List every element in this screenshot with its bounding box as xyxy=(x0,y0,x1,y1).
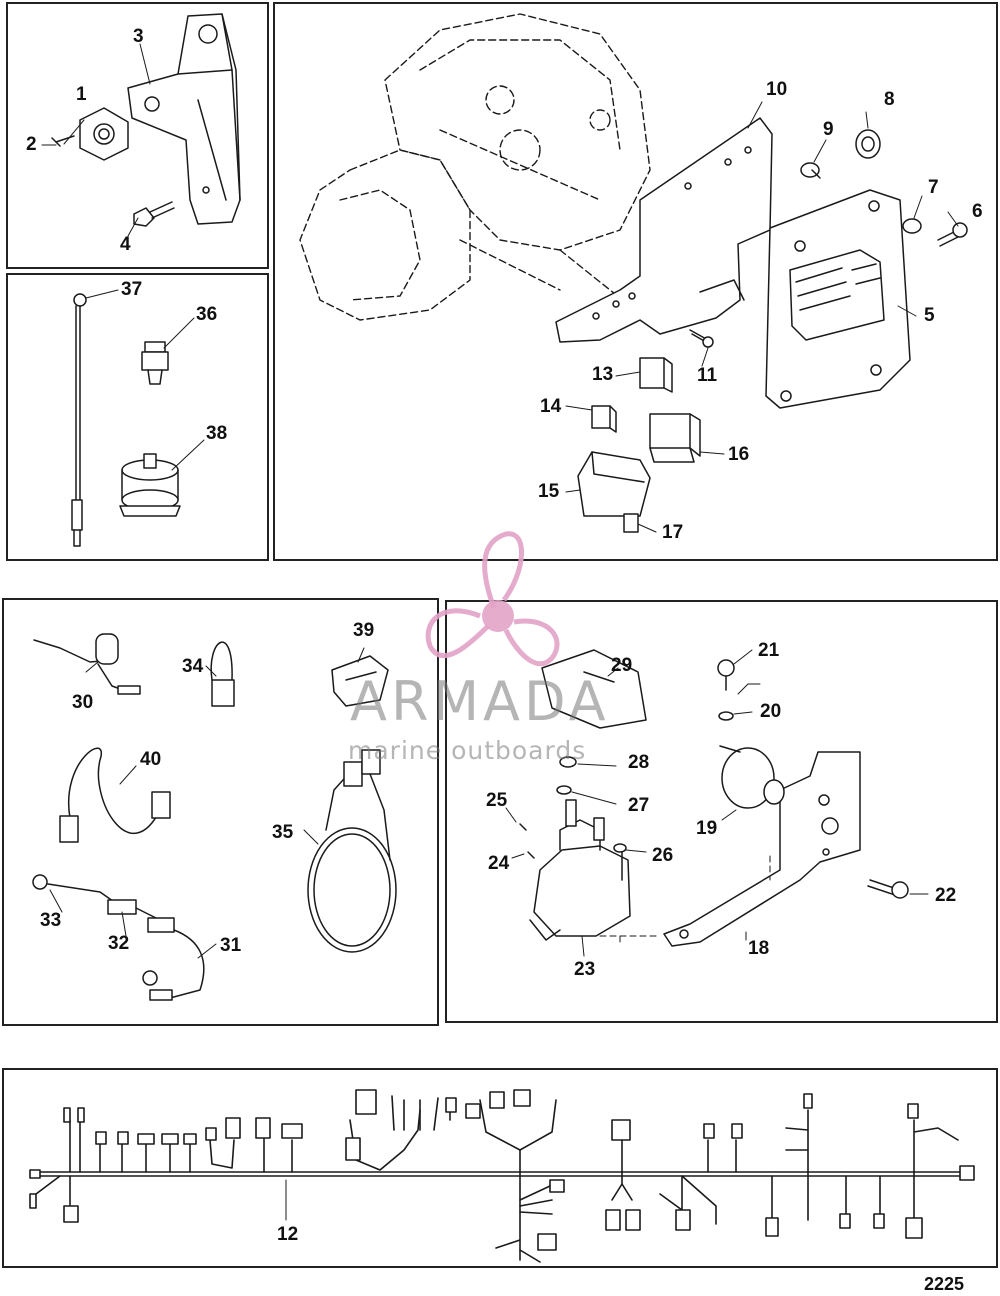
callout-40: 40 xyxy=(140,749,162,770)
callout-39: 39 xyxy=(353,620,375,641)
fuse-drawing xyxy=(623,513,639,533)
callout-36: 36 xyxy=(196,304,218,325)
plate-screw-drawing xyxy=(689,329,714,348)
callout-37: 37 xyxy=(121,279,143,300)
callout-5: 5 xyxy=(924,305,935,326)
pressure-switch-drawing xyxy=(141,341,169,385)
diagnostic-connector-drawing xyxy=(331,655,389,707)
gearcase-housing-drawing xyxy=(299,13,661,331)
small-screw-drawing xyxy=(51,135,75,147)
slave-solenoid-drawing xyxy=(719,745,785,809)
callout-7: 7 xyxy=(928,177,939,198)
ecm-washer-drawing xyxy=(902,218,922,234)
callout-20: 20 xyxy=(760,701,782,722)
callout-4: 4 xyxy=(120,234,131,255)
harness-lead-drawing xyxy=(59,747,171,843)
callout-22: 22 xyxy=(935,885,957,906)
starter-solenoid-drawing xyxy=(529,799,631,941)
callout-31: 31 xyxy=(220,935,242,956)
callout-33: 33 xyxy=(40,910,62,931)
hex-bolt-drawing xyxy=(133,201,175,227)
callout-18: 18 xyxy=(748,938,770,959)
callout-15: 15 xyxy=(538,481,560,502)
mounting-bracket-drawing xyxy=(127,13,241,225)
ecm-grommet-drawing xyxy=(855,129,881,159)
callout-19: 19 xyxy=(696,818,718,839)
callout-32: 32 xyxy=(108,933,130,954)
terminal-hardware-drawing xyxy=(717,659,735,721)
callout-9: 9 xyxy=(823,119,834,140)
callout-13: 13 xyxy=(592,364,614,385)
callout-12: 12 xyxy=(277,1224,299,1245)
callout-2: 2 xyxy=(26,134,37,155)
callout-8: 8 xyxy=(884,89,895,110)
battery-cable-drawing xyxy=(32,874,205,1001)
callout-3: 3 xyxy=(133,26,144,47)
callout-27: 27 xyxy=(628,795,650,816)
ecm-mounting-plate-drawing xyxy=(555,117,773,343)
bracket-screw-drawing xyxy=(867,879,909,899)
temperature-sensor-lead-drawing xyxy=(71,293,87,547)
callout-28: 28 xyxy=(628,752,650,773)
callout-21: 21 xyxy=(758,640,780,661)
oil-pressure-sender-drawing xyxy=(119,453,181,517)
callout-34: 34 xyxy=(182,656,204,677)
ecm-sleeve-drawing xyxy=(800,162,821,179)
callout-1: 1 xyxy=(76,84,87,105)
figure-number: 2225 xyxy=(924,1274,965,1294)
callout-10: 10 xyxy=(766,79,788,100)
extension-harness-coil-drawing xyxy=(307,749,397,953)
relay-holder-drawing xyxy=(639,357,673,393)
relay-drawing xyxy=(649,413,701,463)
callout-11: 11 xyxy=(697,365,718,386)
fuse-holder-drawing xyxy=(577,451,651,517)
callout-29: 29 xyxy=(611,655,633,676)
callout-30: 30 xyxy=(72,692,94,713)
nut-and-washer-drawing xyxy=(556,756,577,795)
callout-16: 16 xyxy=(728,444,750,465)
ecm-screw-drawing xyxy=(937,222,968,247)
jumper-lead-drawing xyxy=(210,641,235,707)
callout-14: 14 xyxy=(540,396,562,417)
trim-sender-drawing xyxy=(33,633,141,695)
callout-17: 17 xyxy=(662,522,684,543)
ecm-module-drawing xyxy=(765,189,911,409)
callout-23: 23 xyxy=(574,959,596,980)
callout-6: 6 xyxy=(972,201,983,222)
callout-24: 24 xyxy=(488,853,510,874)
terminal-boot-drawing xyxy=(541,649,647,729)
callout-38: 38 xyxy=(206,423,228,444)
solenoid-screws-drawing xyxy=(519,823,627,881)
callout-26: 26 xyxy=(652,845,674,866)
callout-25: 25 xyxy=(486,790,508,811)
callout-35: 35 xyxy=(272,822,294,843)
plug-bracket-drawing xyxy=(79,107,129,161)
fuse-clip-drawing xyxy=(591,405,617,433)
engine-harness-drawing xyxy=(29,1089,975,1263)
